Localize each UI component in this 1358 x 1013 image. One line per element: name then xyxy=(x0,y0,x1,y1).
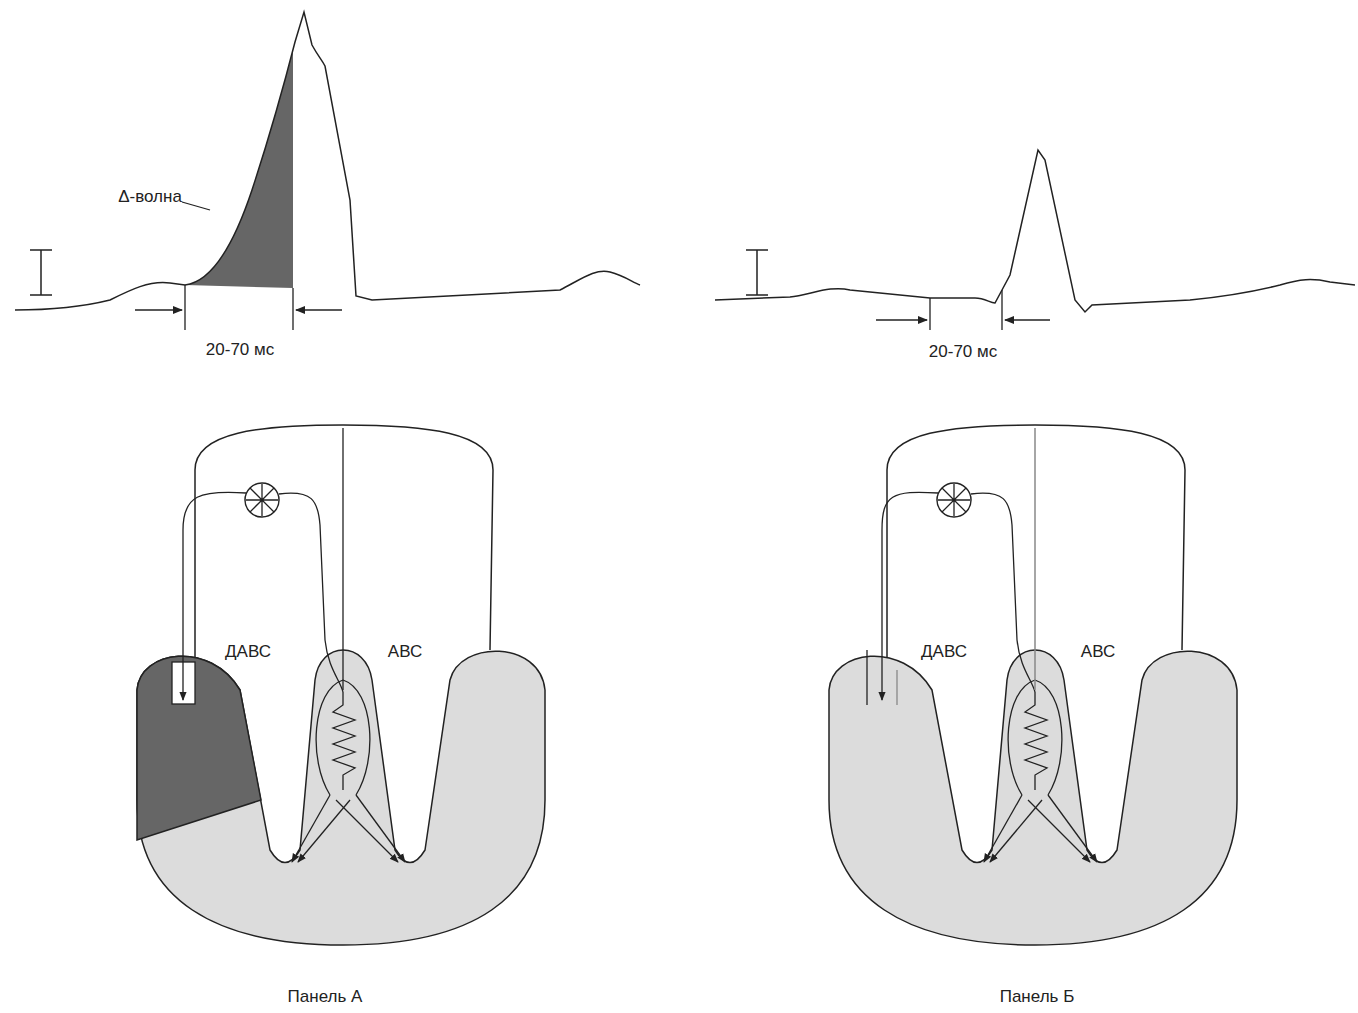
interval-label: 20-70 мс xyxy=(206,341,274,360)
node-label: АВС xyxy=(388,643,422,662)
wave-label: Δ-волна xyxy=(118,188,182,207)
ecg-trace-b xyxy=(715,150,1355,330)
ecg-trace-a xyxy=(15,12,640,330)
pathway-label: ДАВС xyxy=(225,643,271,662)
node-label: АВС xyxy=(1081,643,1115,662)
panel-caption: Панель Б xyxy=(1000,988,1075,1007)
panel-caption: Панель А xyxy=(288,988,363,1007)
leader-line xyxy=(182,202,210,210)
heart-b xyxy=(829,425,1237,945)
interval-label: 20-70 мс xyxy=(929,343,997,362)
pathway-label: ДАВС xyxy=(921,643,967,662)
heart-a xyxy=(137,425,545,945)
